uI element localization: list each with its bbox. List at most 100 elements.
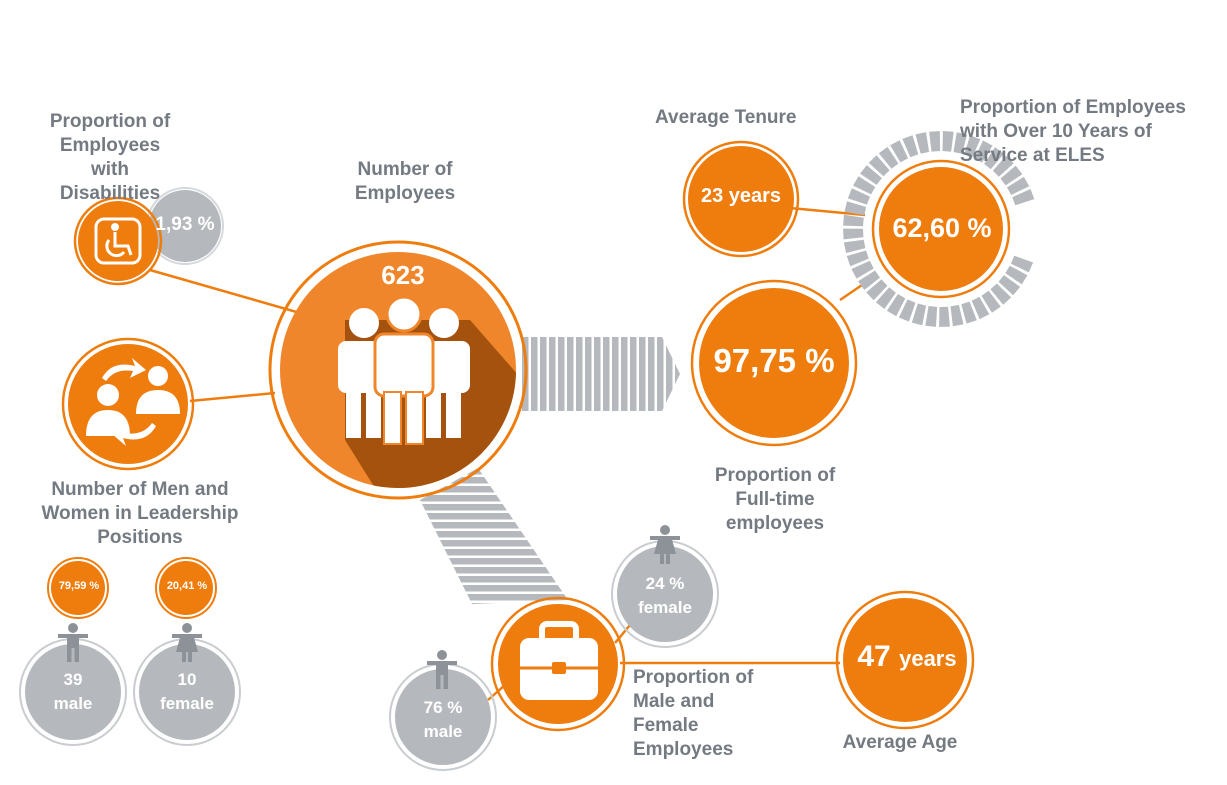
arrow-to-fulltime bbox=[522, 337, 680, 411]
service-title-line3: Service at ELES bbox=[960, 145, 1105, 166]
service-circle bbox=[871, 159, 1011, 299]
employees-title: Number of Employees bbox=[330, 158, 480, 206]
age-title: Average Age bbox=[842, 732, 958, 753]
gender-female-value: 24 % female bbox=[625, 572, 705, 620]
service-ring-segment bbox=[1012, 189, 1035, 206]
service-ring-segment bbox=[843, 228, 864, 240]
service-ring-segment bbox=[990, 283, 1012, 305]
service-ring-segment bbox=[953, 132, 968, 154]
gender-title-line4: Employees bbox=[633, 739, 734, 760]
leadership-men-count: 39 male bbox=[33, 668, 113, 716]
fulltime-title: Proportion of Full-time employees bbox=[690, 464, 860, 536]
service-ring-segment bbox=[971, 296, 990, 320]
service-ring-segment bbox=[853, 176, 876, 195]
wheelchair-icon bbox=[94, 217, 142, 265]
service-ring-segment bbox=[860, 165, 882, 185]
gender-title-line1: Proportion of bbox=[633, 667, 754, 688]
leadership-title-line1: Number of Men and bbox=[51, 479, 229, 500]
leadership-title: Number of Men and Women in Leadership Po… bbox=[20, 478, 260, 550]
female-figure-icon bbox=[172, 623, 202, 662]
leadership-men-count-number: 39 bbox=[63, 670, 83, 689]
service-ring-segment bbox=[939, 306, 950, 327]
leadership-women-count-label: female bbox=[160, 694, 214, 713]
fulltime-title-line1: Proportion of bbox=[714, 465, 836, 486]
fulltime-title-line2: Full-time bbox=[735, 489, 815, 510]
briefcase-icon bbox=[520, 621, 598, 700]
service-ring-segment bbox=[984, 147, 1004, 170]
service-ring-segment bbox=[942, 131, 954, 152]
service-ring-segment bbox=[1007, 176, 1030, 195]
service-ring-segment bbox=[992, 155, 1014, 177]
female-figure-icon bbox=[650, 525, 680, 564]
leadership-men-count-label: male bbox=[53, 694, 93, 713]
leadership-men-pct-circle bbox=[47, 557, 109, 619]
service-ring-segment bbox=[964, 135, 981, 158]
employees-title-line1: Number of bbox=[357, 159, 453, 180]
gender-title: Proportion of Male and Female Employees bbox=[633, 666, 783, 762]
age-value-unit: years bbox=[899, 646, 957, 671]
age-value-number: 47 bbox=[857, 640, 891, 673]
gender-title-line3: Female bbox=[633, 715, 699, 736]
disabilities-title-line3: Disabilities bbox=[59, 183, 161, 204]
service-ring-segment bbox=[890, 140, 909, 163]
service-ring-segment bbox=[981, 290, 1001, 313]
fulltime-value: 97,75 % bbox=[713, 342, 835, 379]
service-title-line2: with Over 10 Years of bbox=[960, 121, 1152, 142]
leadership-title-line3: Positions bbox=[97, 527, 183, 548]
service-title: Proportion of Employees with Over 10 Yea… bbox=[960, 96, 1220, 168]
tenure-title: Average Tenure bbox=[655, 107, 797, 128]
leadership-exchange-icon bbox=[86, 358, 180, 446]
service-ring-segment bbox=[866, 279, 888, 301]
age-circle bbox=[835, 590, 975, 730]
connector-lines bbox=[149, 206, 866, 701]
service-title-line1: Proportion of Employees bbox=[960, 97, 1186, 118]
service-ring-segment bbox=[961, 301, 977, 324]
service-ring-segment bbox=[878, 146, 899, 169]
service-ring-segment bbox=[915, 132, 930, 154]
service-ring-segment bbox=[1000, 165, 1023, 186]
service-ring-segment bbox=[886, 294, 906, 317]
gender-title-line2: Male and bbox=[633, 691, 715, 712]
service-ring-segment bbox=[843, 214, 864, 227]
leadership-women-pct: 20,41 % bbox=[166, 580, 208, 592]
service-ring-segment bbox=[844, 201, 867, 216]
leadership-women-count-number: 10 bbox=[177, 670, 197, 689]
service-value: 62,60 % bbox=[892, 213, 992, 243]
employees-value: 623 bbox=[381, 260, 425, 290]
tenure-value: 23 years bbox=[700, 185, 782, 207]
service-ring-segment bbox=[925, 306, 938, 327]
service-ring-segment bbox=[998, 275, 1021, 296]
service-ring-segment bbox=[898, 299, 916, 322]
fulltime-title-line3: employees bbox=[725, 513, 825, 534]
service-ring-segment bbox=[868, 155, 890, 177]
gender-female-label: female bbox=[638, 598, 692, 617]
disabilities-value: 1,93 % bbox=[155, 214, 215, 235]
service-ring-segment bbox=[846, 250, 869, 267]
service-ring-segment bbox=[1005, 265, 1028, 285]
service-years-ring bbox=[843, 131, 1035, 327]
leadership-men-pct: 79,59 % bbox=[58, 580, 100, 592]
disabilities-title-line1: Proportion of bbox=[49, 111, 171, 132]
gender-male-pct: 76 % bbox=[423, 698, 463, 717]
service-ring-segment bbox=[974, 140, 993, 163]
service-ring-segment bbox=[911, 303, 927, 326]
fulltime-circle bbox=[690, 279, 858, 447]
tenure-circle bbox=[682, 140, 800, 258]
service-ring-segment bbox=[950, 304, 964, 327]
gender-male-label: male bbox=[423, 722, 463, 741]
male-figure-icon bbox=[427, 650, 457, 689]
service-ring-segment bbox=[902, 135, 919, 158]
disabilities-title-line2: Employees with bbox=[59, 135, 161, 180]
service-ring-segment bbox=[1010, 255, 1034, 273]
service-ring-segment bbox=[929, 131, 941, 152]
gender-female-pct: 24 % bbox=[645, 574, 685, 593]
people-group-icon bbox=[338, 295, 470, 445]
service-ring-segment bbox=[843, 239, 866, 253]
service-ring-segment bbox=[858, 270, 880, 290]
gender-male-value: 76 % male bbox=[403, 696, 483, 744]
leadership-women-pct-circle bbox=[155, 557, 217, 619]
employees-title-line2: Employees bbox=[354, 183, 456, 204]
leadership-women-count: 10 female bbox=[147, 668, 227, 716]
arrow-to-gender bbox=[420, 468, 568, 604]
